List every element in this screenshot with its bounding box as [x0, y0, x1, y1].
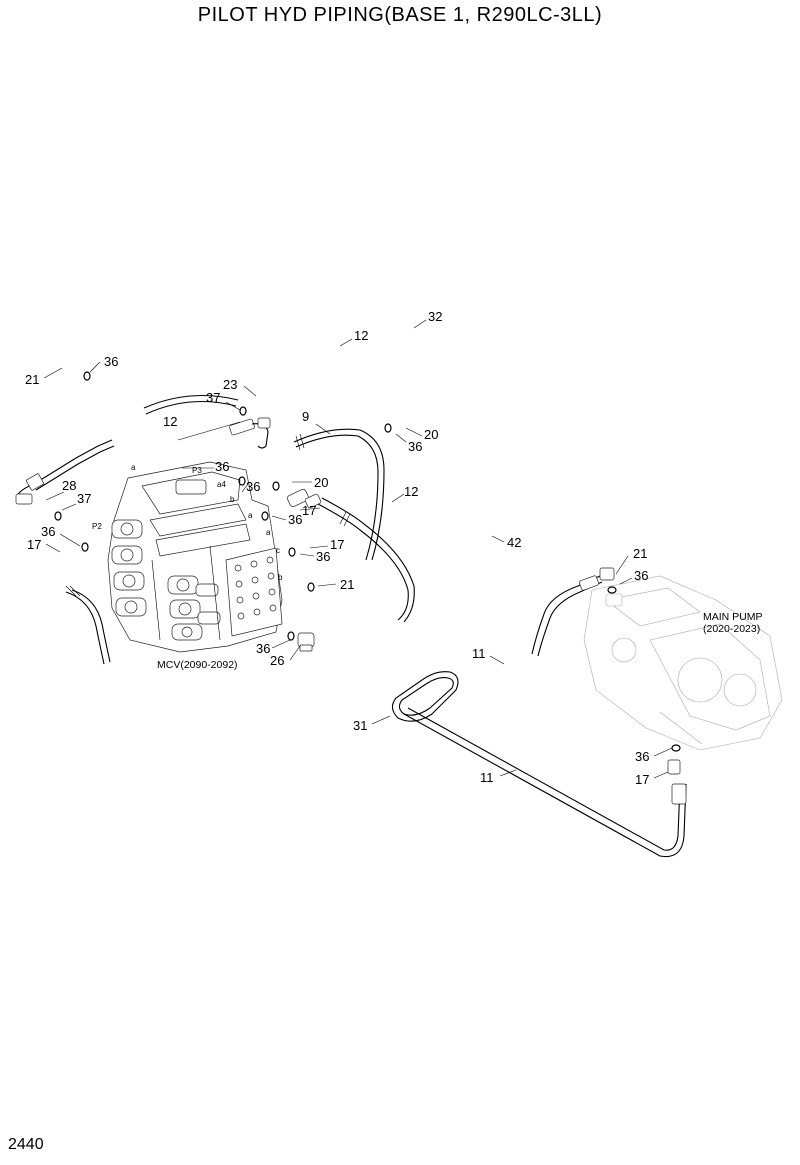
port-label: a4	[217, 480, 226, 489]
callout-label: 36	[41, 524, 55, 539]
callout-label: 36	[246, 479, 260, 494]
port-label: a	[248, 511, 253, 520]
port-label: b	[230, 495, 235, 504]
callout-label: 36	[408, 439, 422, 454]
port-label: b	[278, 573, 283, 582]
callouts: 32 12 21 36 23 37 12 9 20 36 36 28 37 36…	[25, 309, 649, 787]
callout-label: 12	[163, 414, 177, 429]
callout-label: 9	[302, 409, 309, 424]
hose-12-right	[317, 497, 415, 623]
leader-lines	[43, 319, 673, 779]
page-title: PILOT HYD PIPING(BASE 1, R290LC-3LL)	[197, 4, 603, 26]
callout-label: 36	[634, 568, 648, 583]
callout-label: 36	[316, 549, 330, 564]
callout-label: 17	[27, 537, 41, 552]
fitting-elbow	[287, 488, 322, 509]
hose-arc-top	[143, 394, 239, 415]
callout-label: 11	[472, 646, 486, 661]
callout-label: 26	[270, 653, 284, 668]
callout-label: 12	[404, 484, 418, 499]
clamp-band-31	[391, 671, 459, 722]
callout-label: 23	[223, 377, 237, 392]
callout-label: 36	[635, 749, 649, 764]
callout-label: 20	[424, 427, 438, 442]
hose-left	[15, 439, 115, 505]
port-label: a	[266, 528, 271, 537]
callout-label: 11	[480, 770, 494, 785]
page-number: 2440	[8, 1136, 44, 1153]
callout-label: 20	[314, 475, 328, 490]
callout-label: 36	[215, 459, 229, 474]
callout-label: 17	[635, 772, 649, 787]
callout-label: 17	[330, 537, 344, 552]
o-rings	[54, 371, 681, 752]
callout-label: 12	[354, 328, 368, 343]
port-label: P3	[192, 466, 202, 475]
callout-label: 36	[256, 641, 270, 656]
port-label: a	[131, 463, 136, 472]
callout-label: 36	[104, 354, 118, 369]
fitting-23	[229, 417, 271, 449]
hose-9	[293, 428, 385, 561]
callout-label: 37	[77, 491, 91, 506]
mcv-caption: MCV(2090-2092)	[157, 659, 238, 671]
hose-bottom-left	[65, 585, 111, 665]
callout-label: 36	[288, 512, 302, 527]
pump-caption-line1: MAIN PUMP	[703, 611, 763, 623]
callout-label: 42	[507, 535, 521, 550]
callout-label: 21	[340, 577, 354, 592]
pump-caption-line2: (2020-2023)	[703, 623, 760, 635]
callout-label: 32	[428, 309, 442, 324]
main-pump	[583, 575, 783, 751]
plug-26	[297, 632, 315, 652]
port-label: P2	[92, 522, 102, 531]
hose-pump	[531, 567, 615, 657]
callout-label: 21	[25, 372, 39, 387]
callout-label: 37	[206, 390, 220, 405]
callout-label: 31	[353, 718, 367, 733]
callout-label: 17	[302, 503, 316, 518]
main-control-valve	[107, 461, 283, 653]
pipe-11	[403, 707, 687, 858]
port-label: c	[276, 546, 280, 555]
callout-label: 28	[62, 478, 76, 493]
callout-label: 21	[633, 546, 647, 561]
